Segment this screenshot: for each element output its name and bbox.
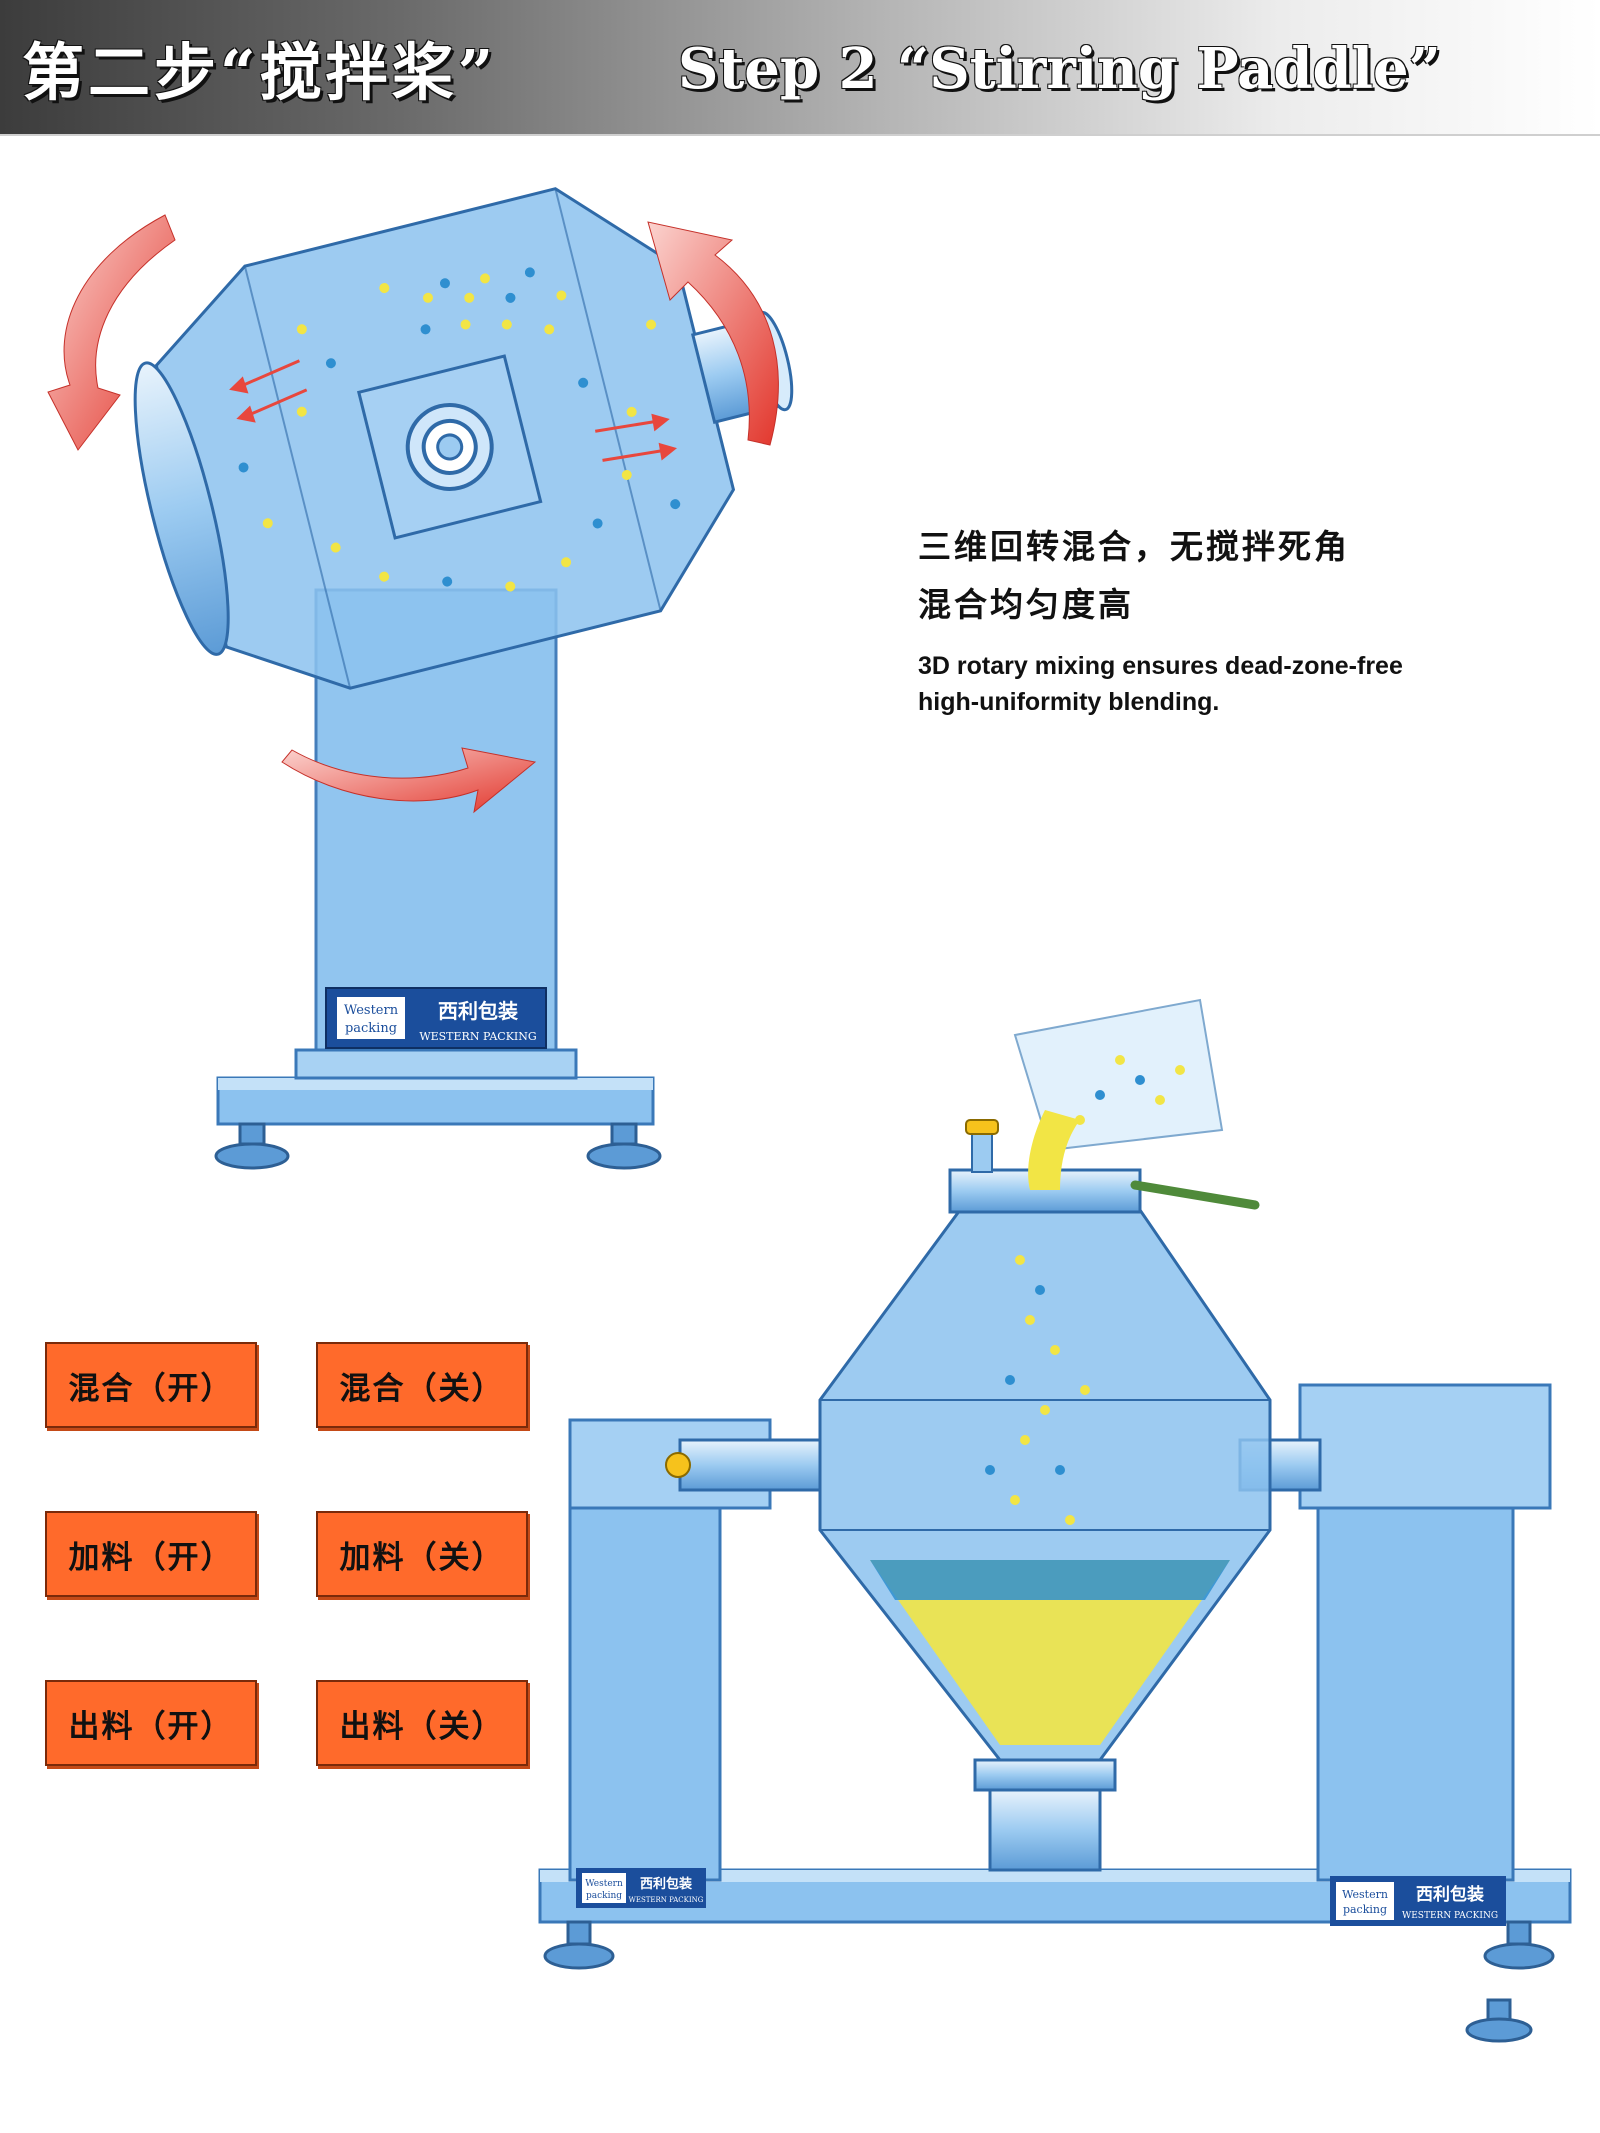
title-english: Step 2 “Stirring Paddle” [678, 36, 1441, 102]
mixer1-logo-cn: 西利包装 [438, 999, 518, 1023]
mixer1-drum [133, 187, 794, 690]
mixer2-left-shaft [678, 1438, 822, 1492]
title-banner: 第二步“搅拌桨” Step 2 “Stirring Paddle” [0, 0, 1600, 136]
mixer1-logo-caps: WESTERN PACKING [419, 1030, 536, 1043]
lever-handle [1130, 1180, 1260, 1210]
mixer2-left-logo-en1: Western [585, 1879, 623, 1889]
mixer2-vessel [818, 1119, 1272, 1872]
mixer2-feet [543, 1920, 1555, 2043]
mixer2-right-tower [1316, 1503, 1515, 1882]
mixer2-brand-plate-right: Western packing 西利包装 WESTERN PACKING [1330, 1876, 1506, 1926]
feed-off-button[interactable]: 加料（关） [316, 1511, 528, 1597]
feed-on-button[interactable]: 加料（开） [45, 1511, 257, 1597]
mixer2-right-logo-cn: 西利包装 [1416, 1884, 1484, 1905]
title-chinese: 第二步“搅拌桨” [22, 36, 498, 109]
rotary-mixer-diagram: Western packing 西利包装 WESTERN PACKING [47, 187, 794, 1170]
mixer2-falling-granules [985, 1255, 1090, 1525]
mixer1-logo-en2: packing [345, 1021, 397, 1036]
rotation-arrow-right [647, 221, 779, 446]
rotation-arrow-left [47, 214, 176, 451]
mix-off-button[interactable]: 混合（关） [316, 1342, 528, 1428]
mixer1-granules [238, 267, 681, 592]
description-cn-line2: 混合均匀度高 [918, 585, 1134, 624]
mixer2-right-logo-en2: packing [1343, 1903, 1387, 1916]
rotation-arrow-bottom [281, 747, 537, 814]
mixer1-flow-arrows [229, 359, 678, 462]
mixer2-brand-plate-left: Western packing 西利包装 WESTERN PACKING [576, 1868, 706, 1908]
discharge-off-button[interactable]: 出料（关） [316, 1680, 528, 1766]
mixer2-left-tower [568, 1503, 722, 1882]
mixer2-left-logo-caps: WESTERN PACKING [629, 1896, 704, 1904]
description-en-line2: high-uniformity blending. [918, 688, 1220, 716]
discharge-on-button[interactable]: 出料（开） [45, 1680, 257, 1766]
mixer2-right-logo-caps: WESTERN PACKING [1402, 1911, 1498, 1921]
feed-bag [1013, 998, 1224, 1190]
mixer2-left-logo-en2: packing [586, 1891, 622, 1901]
mixer1-brand-plate: Western packing 西利包装 WESTERN PACKING [325, 987, 547, 1049]
mixer2-left-logo-cn: 西利包装 [640, 1876, 692, 1892]
mixer2-right-logo-en1: Western [1342, 1888, 1388, 1901]
description-en-line1: 3D rotary mixing ensures dead-zone-free [918, 652, 1403, 680]
mixer1-logo-en1: Western [344, 1003, 399, 1018]
mix-on-button[interactable]: 混合（开） [45, 1342, 257, 1428]
double-cone-mixer-diagram: Western packing 西利包装 WESTERN PACKING Wes… [538, 998, 1572, 2043]
mixer1-feet [214, 1122, 662, 1170]
description-cn-line1: 三维回转混合，无搅拌死角 [918, 527, 1350, 566]
